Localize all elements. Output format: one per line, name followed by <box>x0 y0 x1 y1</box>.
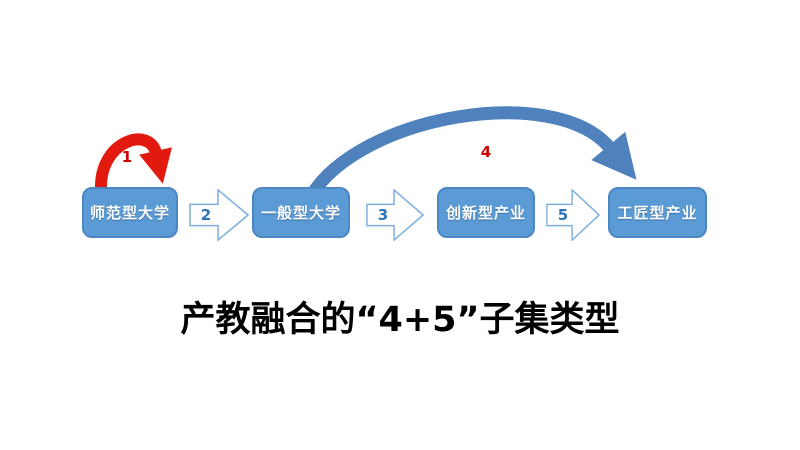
step-arrow-5: 5 <box>546 189 600 241</box>
node-innovative-industry: 创新型产业 <box>437 187 535 238</box>
block-arrow-icon <box>546 189 600 241</box>
self-loop-number: 1 <box>121 148 133 166</box>
node-general-university: 一般型大学 <box>252 187 350 238</box>
node-craftsman-industry: 工匠型产业 <box>608 187 707 238</box>
self-loop-arrow <box>94 133 172 191</box>
node-normal-university: 师范型大学 <box>82 187 178 238</box>
step-arrow-2: 2 <box>189 189 249 241</box>
bypass-curve-arrow <box>305 106 637 200</box>
step-number: 2 <box>200 206 212 224</box>
step-number: 3 <box>377 206 389 224</box>
step-number: 5 <box>557 206 569 224</box>
bypass-arc-number: 4 <box>480 143 492 161</box>
block-arrow-icon <box>189 189 249 241</box>
block-arrow-icon <box>366 189 424 241</box>
step-arrow-3: 3 <box>366 189 424 241</box>
diagram-title: 产教融合的“4+5”子集类型 <box>180 300 620 340</box>
